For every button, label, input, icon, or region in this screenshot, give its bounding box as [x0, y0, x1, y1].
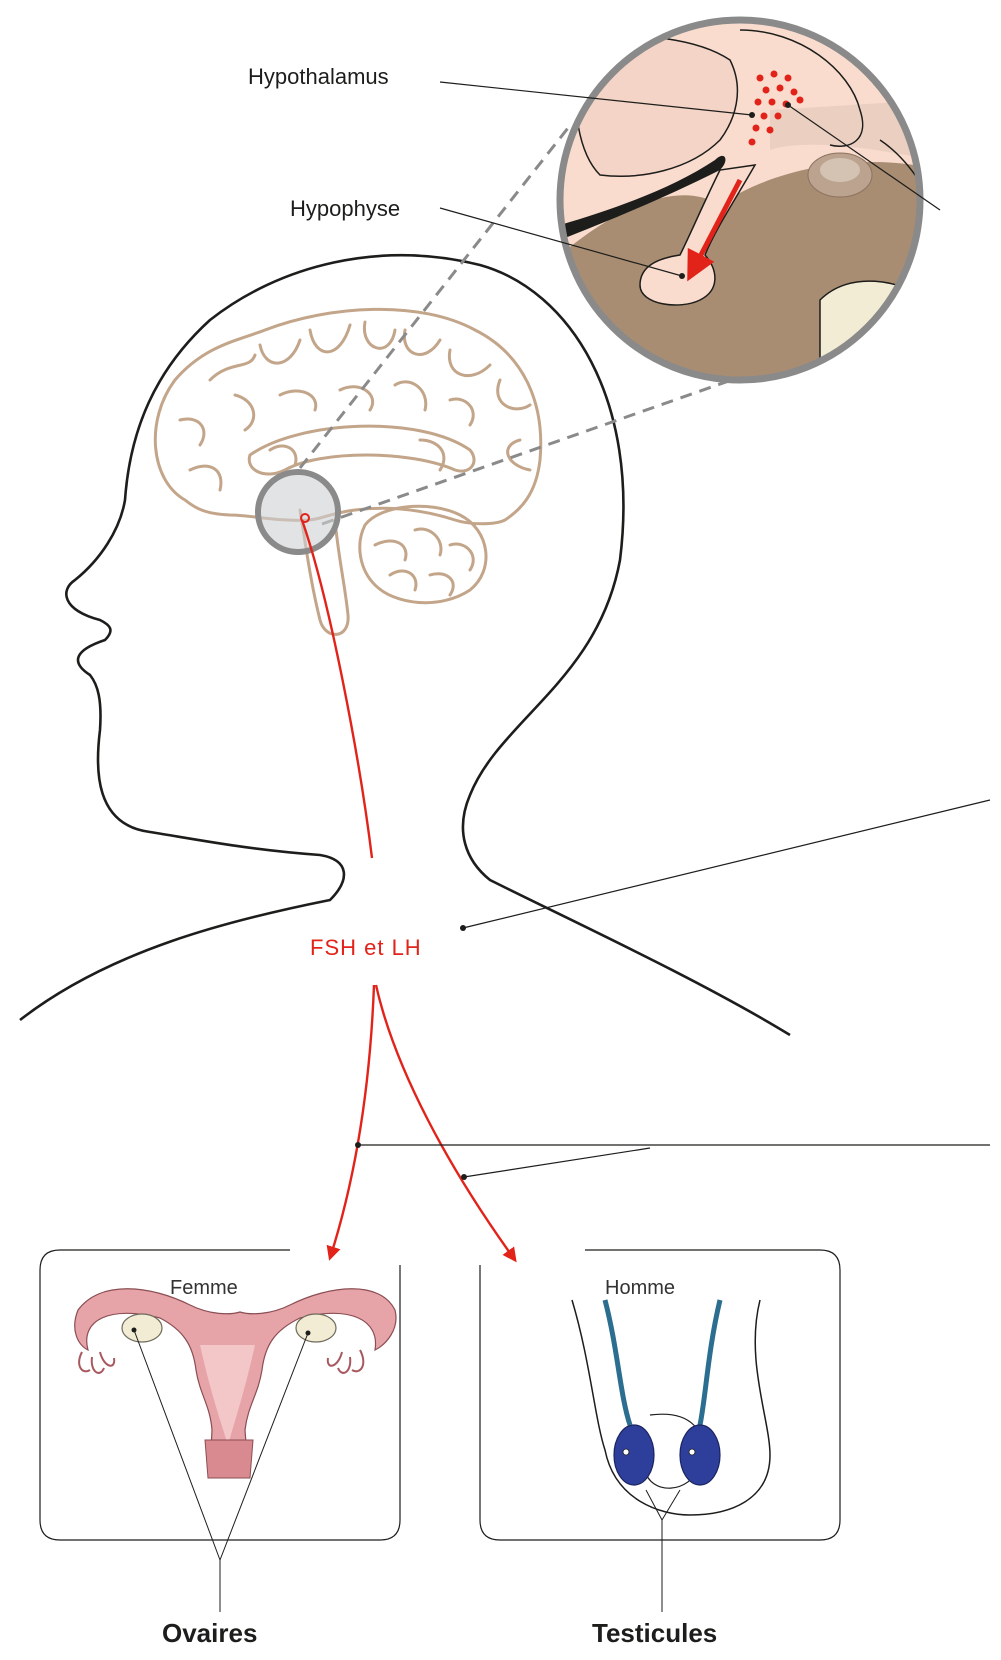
female-label: Femme — [170, 1277, 238, 1300]
testicles-label: Testicules — [592, 1618, 717, 1649]
male-box — [480, 1250, 840, 1612]
testes-illustration — [572, 1300, 770, 1515]
pituitary-highlight-circle — [258, 472, 338, 552]
left-ovary — [122, 1314, 162, 1342]
hormones-label: FSH et LH — [310, 935, 422, 961]
head-outline — [20, 255, 790, 1035]
hormone-path-to-male — [376, 985, 515, 1260]
right-ovary — [296, 1314, 336, 1342]
hormone-path-to-female — [330, 985, 374, 1258]
hypothalamus-label: Hypothalamus — [248, 64, 389, 90]
brain — [155, 309, 540, 634]
left-testis — [614, 1425, 654, 1485]
male-label: Homme — [605, 1277, 675, 1300]
ovaries-label: Ovaires — [162, 1618, 257, 1649]
brain-outline — [155, 309, 540, 523]
cerebellum — [360, 506, 486, 602]
zoom-inset — [560, 20, 940, 400]
right-testis — [680, 1425, 720, 1485]
female-box — [40, 1250, 400, 1612]
hormone-path-from-pituitary — [302, 520, 372, 858]
uterus-illustration — [75, 1289, 396, 1478]
hypophyse-label: Hypophyse — [290, 196, 400, 222]
